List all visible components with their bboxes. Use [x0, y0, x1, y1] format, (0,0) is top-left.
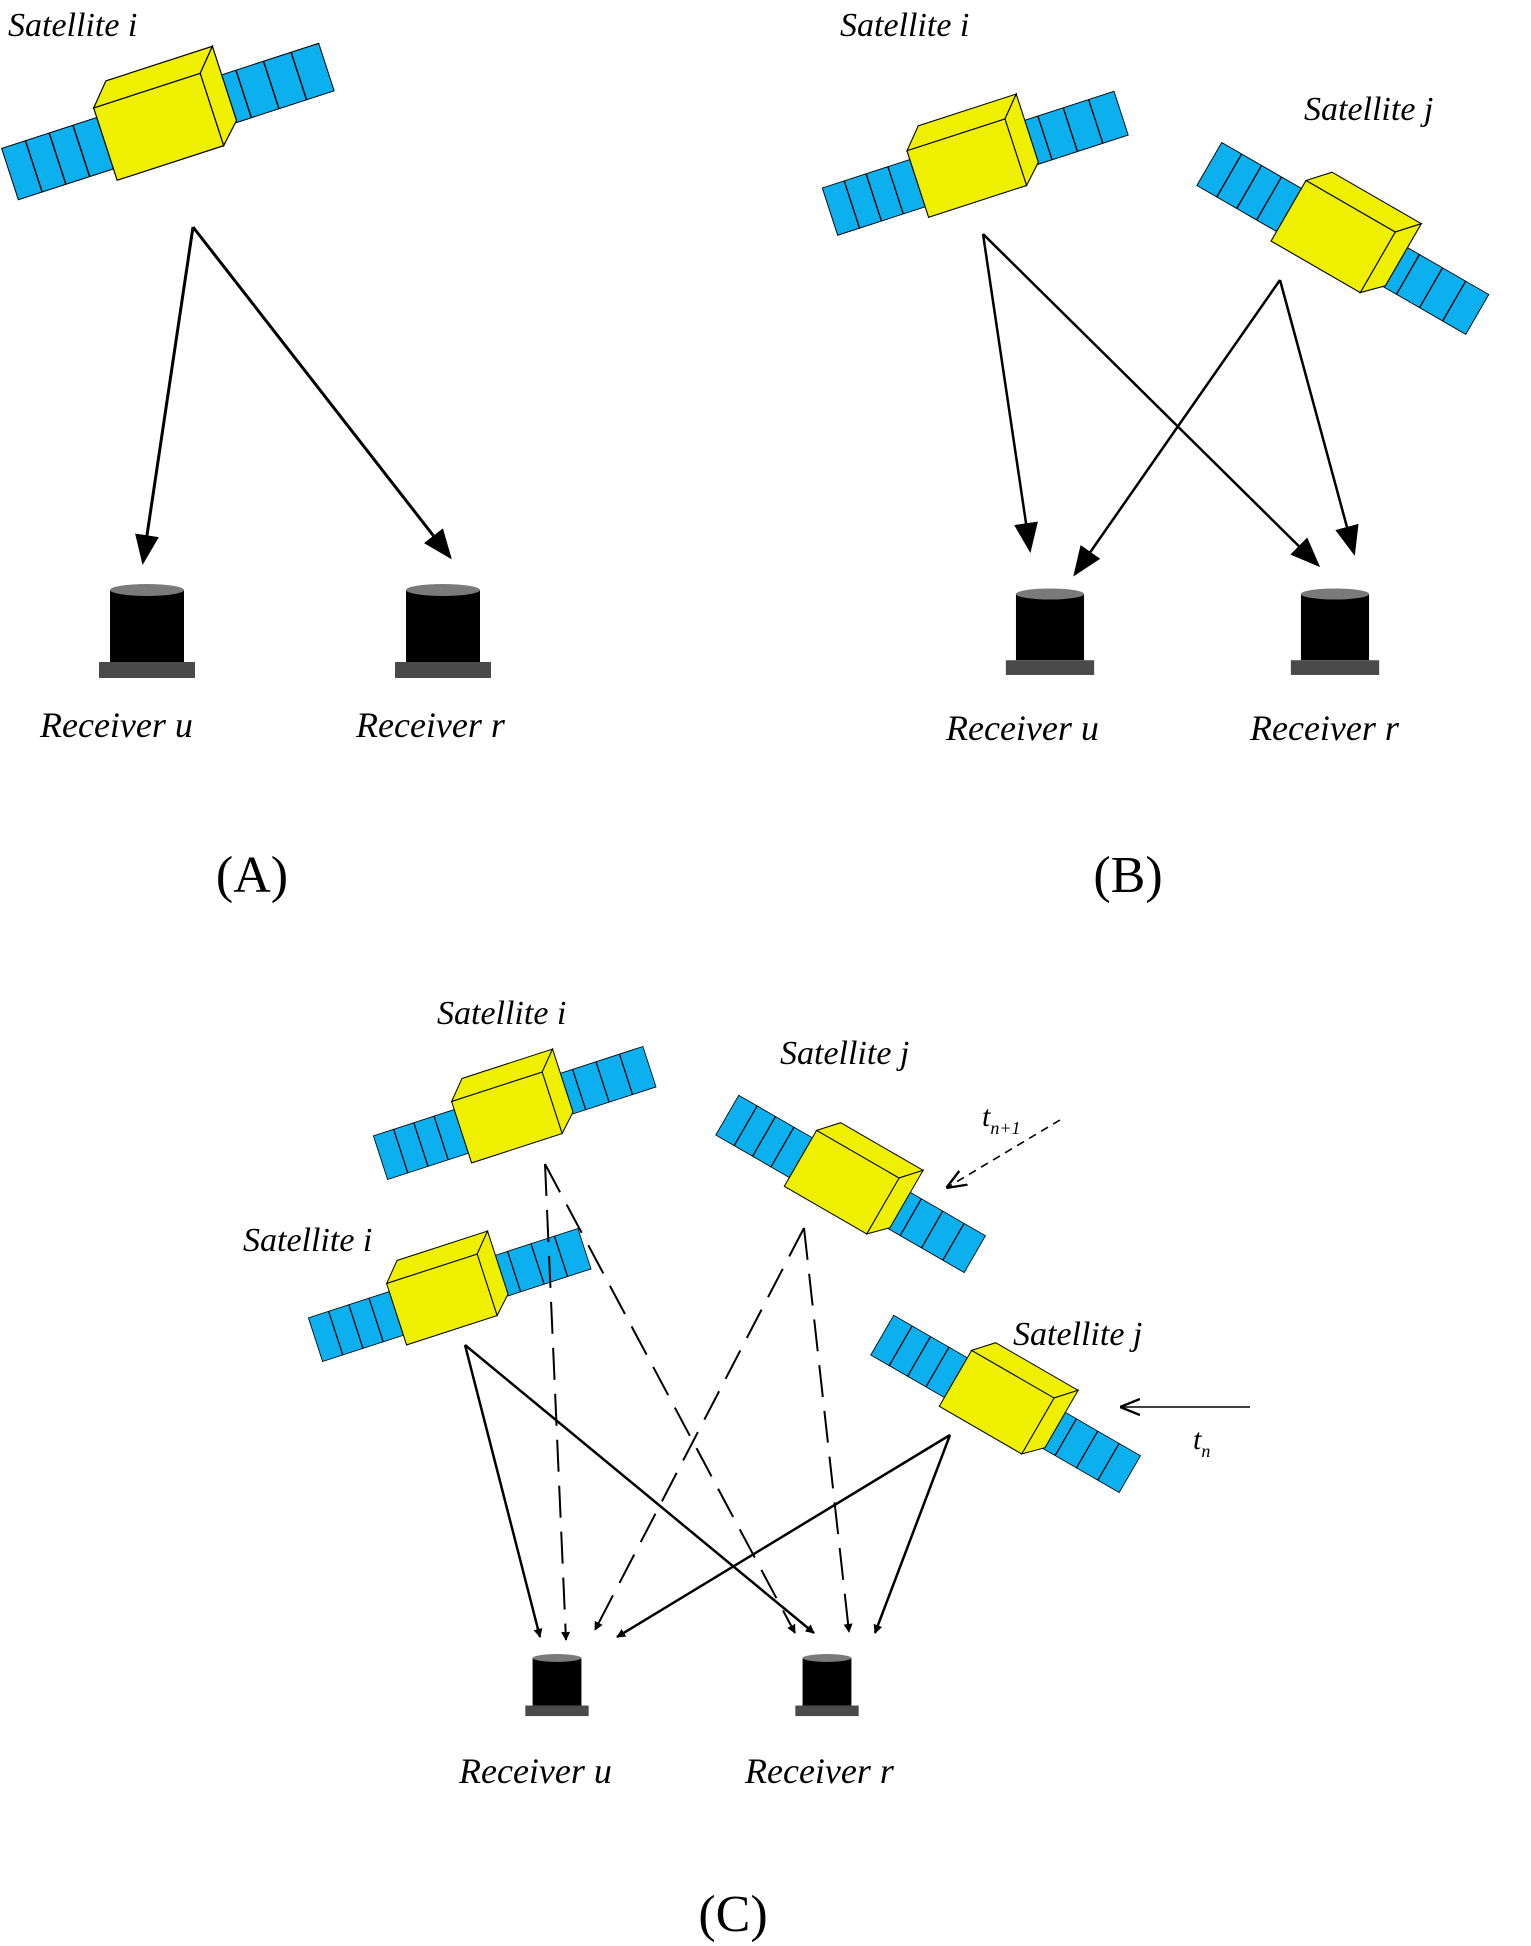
satellite-i-now-icon	[307, 1227, 592, 1363]
receiver-u-label: Receiver u	[458, 1751, 612, 1791]
satellite-j-icon	[1196, 141, 1490, 335]
panel-a-label: (A)	[216, 847, 288, 904]
signal-j-to-r	[1278, 279, 1359, 556]
signal-i-to-u	[981, 233, 1038, 553]
satellite-j-now-label: Satellite j	[1013, 1316, 1142, 1353]
receiver-u-icon	[99, 584, 195, 678]
panel-b: Satellite i Satellite j Receiver u Recei…	[821, 7, 1490, 904]
panel-a: Satellite i Receiver u Receiver r (A)	[1, 7, 506, 904]
receiver-r-icon	[795, 1654, 859, 1717]
satellite-i-label: Satellite i	[8, 7, 137, 44]
satellite-i-next-label: Satellite i	[437, 995, 566, 1032]
panel-c-label: (C)	[698, 1886, 767, 1943]
receiver-r-icon	[1290, 588, 1380, 675]
satellite-j-next-label: Satellite j	[780, 1035, 909, 1072]
panel-b-label: (B)	[1093, 847, 1162, 904]
receiver-r-icon	[395, 584, 491, 678]
satellite-i-label: Satellite i	[840, 7, 969, 44]
signal-i-to-u	[135, 226, 195, 565]
receiver-r-label: Receiver r	[355, 705, 506, 745]
signal-i-next-to-u	[544, 1163, 571, 1641]
signal-i-next-to-r	[544, 1163, 796, 1634]
panel-c: Satellite i Satellite j Satellite i Sate…	[243, 995, 1250, 1943]
signal-i-to-r	[191, 226, 452, 560]
signal-i-now-to-r	[464, 1344, 815, 1634]
signal-i-to-r	[982, 233, 1321, 568]
receiver-r-label: Receiver r	[1249, 708, 1400, 748]
signal-j-next-to-u	[594, 1227, 805, 1631]
receiver-u-label: Receiver u	[945, 708, 1099, 748]
receiver-u-icon	[1005, 588, 1095, 675]
epoch-next-label: tn+1	[982, 1100, 1021, 1138]
satellite-j-next-icon	[715, 1094, 987, 1274]
satellite-i-icon	[821, 90, 1129, 236]
signal-j-now-to-u	[616, 1433, 951, 1639]
receiver-u-label: Receiver u	[39, 705, 193, 745]
signal-i-now-to-u	[463, 1344, 543, 1638]
receiver-r-label: Receiver r	[744, 1751, 895, 1791]
satellite-j-label: Satellite j	[1304, 91, 1433, 128]
signal-j-to-u	[1073, 279, 1282, 577]
satellite-i-next-icon	[372, 1045, 657, 1181]
satellite-i-icon	[1, 42, 335, 201]
satellite-j-now-icon	[870, 1314, 1142, 1494]
epoch-next-arrow	[948, 1119, 1061, 1187]
signal-j-now-to-r	[873, 1434, 952, 1634]
epoch-now-label: tn	[1193, 1423, 1210, 1461]
receiver-u-icon	[525, 1654, 589, 1717]
signal-j-next-to-r	[803, 1227, 853, 1633]
satellite-i-now-label: Satellite i	[243, 1222, 372, 1259]
